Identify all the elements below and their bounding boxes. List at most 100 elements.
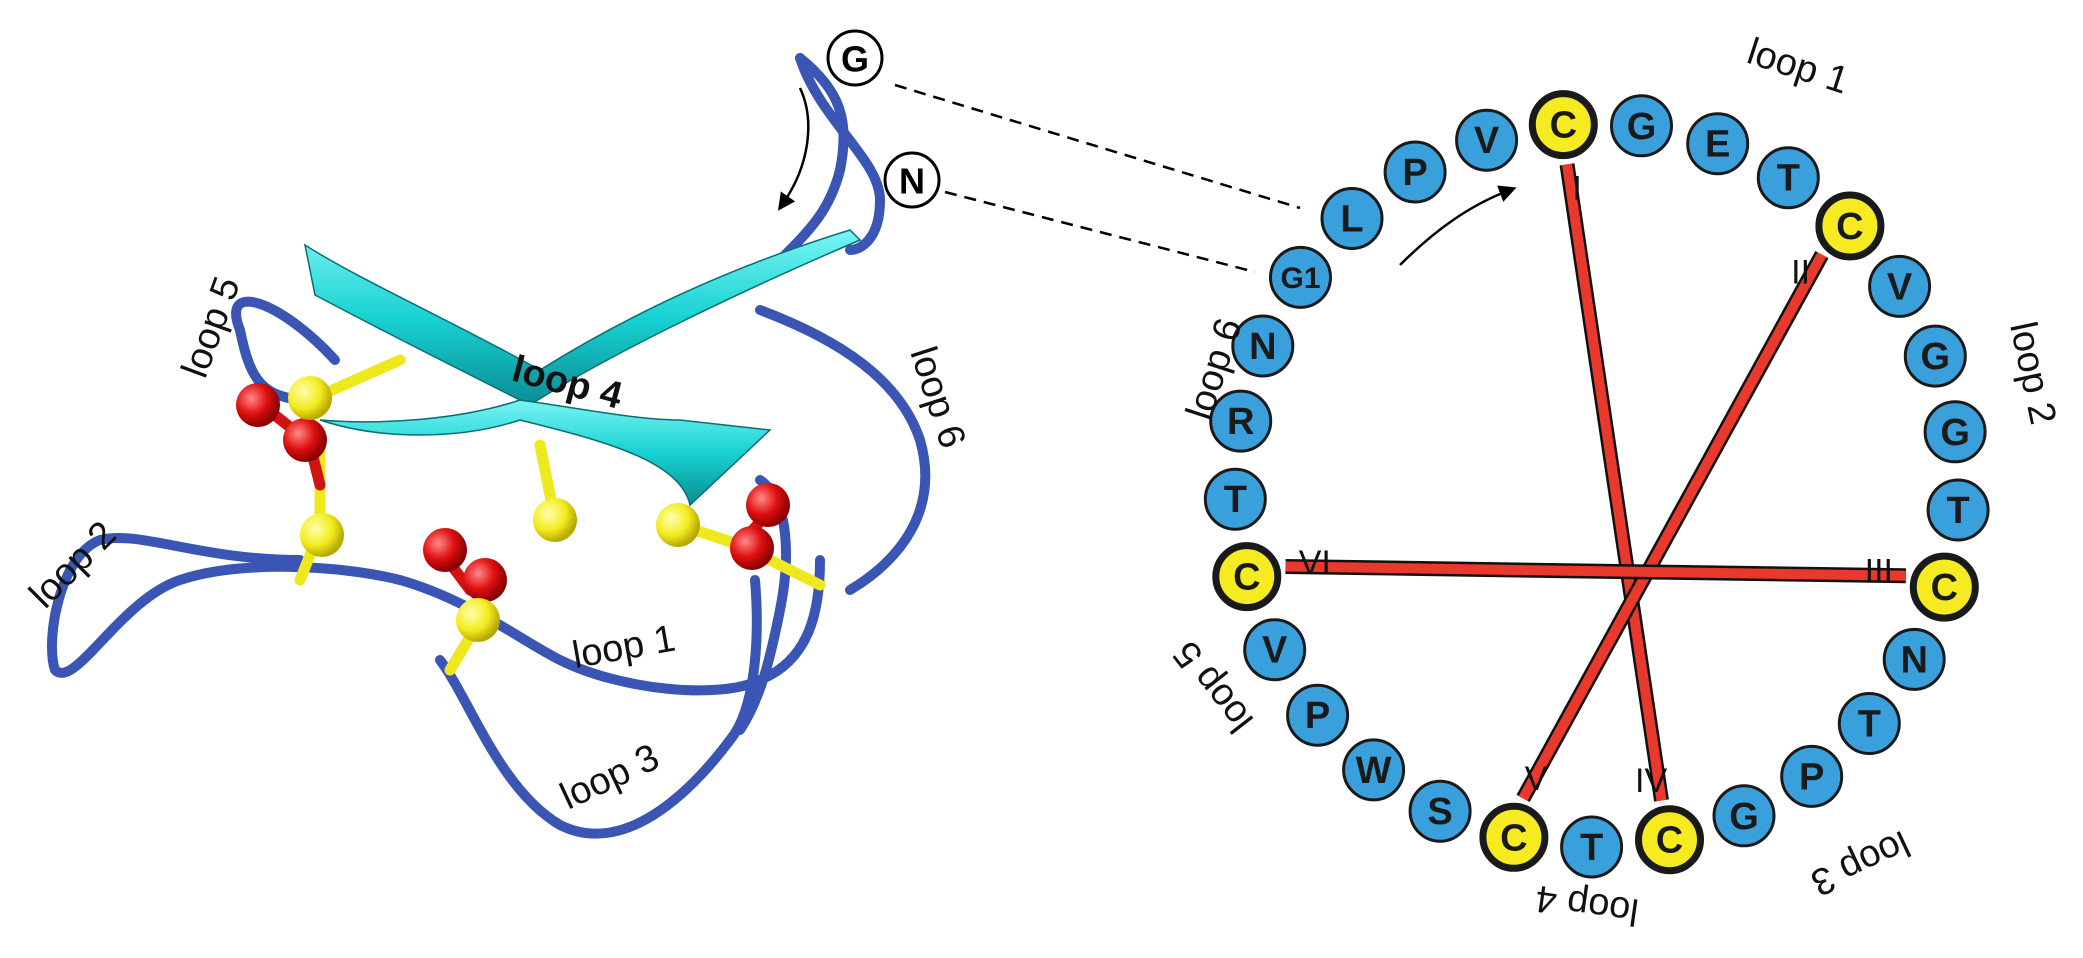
residue-circle (1231, 314, 1295, 378)
oxygen-atom (423, 528, 467, 572)
sulfur-atom (533, 498, 577, 542)
cysteine-residue (1815, 191, 1885, 261)
residue-circle (1882, 627, 1946, 691)
sulfur-atom (300, 513, 344, 557)
residue-letter: T (1858, 704, 1881, 746)
residue-letter: P (1402, 152, 1427, 194)
residue-letter: R (1227, 401, 1254, 443)
disulfide-bond-lines (1285, 163, 1907, 803)
residue-letter: T (1777, 158, 1800, 200)
residue-circle (1286, 683, 1350, 747)
residue-letter: V (1262, 630, 1288, 672)
backbone-loop3 (435, 575, 762, 839)
residue-circle (1455, 108, 1519, 172)
ring-direction-arrow (1399, 185, 1517, 266)
residue-letter: N (1900, 639, 1927, 681)
residue-circle (1756, 146, 1820, 210)
ring-loop2-label: loop 2 (2001, 318, 2064, 428)
residue-letter: C (1550, 105, 1577, 147)
sulfur-atom (656, 503, 700, 547)
residue-letter: C (1836, 206, 1863, 248)
sulfur-atom (456, 598, 500, 642)
residue-circle (1383, 140, 1447, 204)
residue-circle (1868, 254, 1932, 318)
oxygen-atom (746, 483, 790, 527)
residue-letter: P (1305, 695, 1330, 737)
svg-text:N: N (899, 161, 925, 202)
ring-loop3-label: loop 3 (1804, 822, 1916, 904)
residue-letter: E (1705, 124, 1730, 166)
oxygen-atom (236, 383, 280, 427)
residue-letter: C (1233, 557, 1260, 599)
residue-letter: T (1224, 479, 1247, 521)
residue-circle (1342, 738, 1406, 802)
residue-circle (1610, 94, 1673, 158)
ring-loop1-label: loop 1 (1742, 31, 1853, 103)
oxygen-atom (730, 526, 774, 570)
cysteine-residue (1479, 802, 1549, 872)
cysteine-residue (1212, 542, 1282, 612)
residue-circle (1209, 389, 1273, 453)
residue-letter: N (1249, 326, 1276, 368)
cysteine-numeral: V (1525, 760, 1548, 798)
cysteine-numeral: II (1791, 253, 1810, 291)
cysteine-numeral: III (1865, 553, 1893, 591)
terminus-n: N (883, 151, 941, 209)
cysteine-numeral: IV (1635, 762, 1667, 800)
residue-letter: V (1887, 266, 1913, 308)
residue-circle (1903, 324, 1967, 388)
residue-letter: S (1427, 791, 1452, 833)
residue-circle (1203, 467, 1267, 531)
residue-letter: L (1340, 199, 1363, 241)
residue-circle (1712, 784, 1776, 848)
terminus-g: G (826, 29, 884, 87)
cysteine-numeral: VI (1299, 544, 1331, 582)
svg-text:G: G (841, 39, 869, 80)
connector-n (944, 190, 1256, 274)
residue-circle (1926, 478, 1990, 542)
direction-arrow-3d (777, 87, 810, 211)
residue-circle (1837, 692, 1901, 755)
residue-letter: P (1799, 756, 1824, 798)
residue-letter: C (1500, 817, 1527, 859)
beta-strand-lower (319, 399, 772, 507)
residue-circle (1560, 815, 1624, 879)
residue-letter: G (1940, 412, 1970, 454)
structure-3d: G N loop 5 loop 2 loop 4 loop 1 loop 3 l… (22, 29, 973, 839)
residue-letter: G (1729, 796, 1759, 838)
disulfide-bond (1285, 561, 1906, 581)
residue-letter: G (1627, 106, 1657, 148)
residue-circle (1408, 779, 1472, 843)
backbone-c-terminal (795, 53, 885, 255)
oxygen-atom (283, 418, 327, 462)
cysteine-residue (1635, 805, 1704, 875)
backbone-n-terminal (775, 53, 849, 265)
residue-letter: G (1921, 336, 1951, 378)
disulfide-bond (1562, 163, 1667, 802)
residue-circle (1243, 618, 1307, 682)
structure-loop3-label: loop 3 (554, 736, 666, 818)
cysteine-residue (1909, 552, 1979, 622)
residue-circle (1780, 744, 1844, 808)
connector-g (894, 83, 1301, 210)
backbone-loop2-back (47, 532, 405, 678)
residue-letter: G1 (1280, 262, 1320, 295)
residue-circle (1923, 400, 1987, 464)
oxygen-atom (463, 558, 507, 602)
cysteine-numeral: I (1572, 169, 1581, 207)
structure-loop6-label: loop 6 (901, 342, 973, 453)
disulfide-stick (764, 554, 826, 591)
residue-circle (1320, 187, 1384, 250)
residue-circle (1686, 112, 1750, 176)
residue-letter: C (1931, 567, 1958, 609)
sulfur-atom (288, 376, 332, 420)
residue-letter: V (1474, 120, 1500, 162)
disulfide-bond (1518, 252, 1827, 801)
backbone-loop6 (755, 305, 931, 595)
structure-loop2-label: loop 2 (22, 513, 125, 616)
residue-letter: W (1356, 750, 1392, 792)
